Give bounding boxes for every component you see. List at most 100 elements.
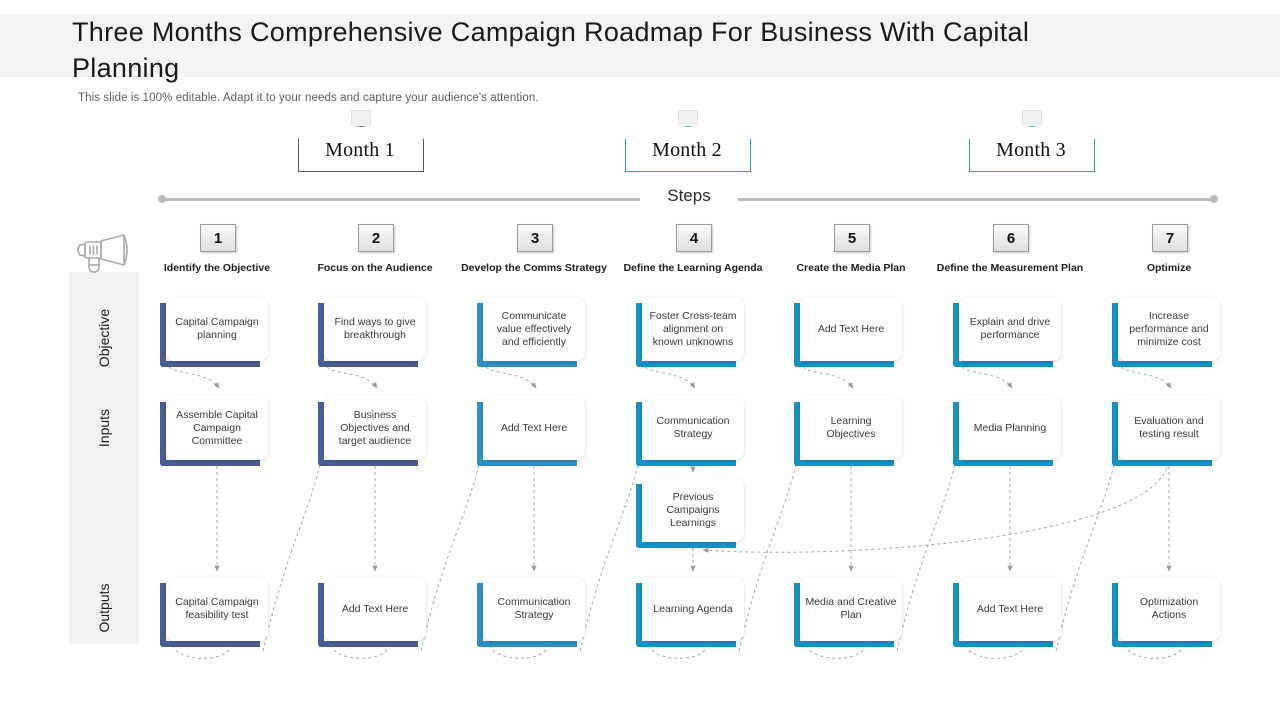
row-label-outputs: Outputs (96, 583, 112, 633)
card-accent-border (953, 402, 1053, 466)
step-title-4: Define the Learning Agenda (623, 262, 763, 274)
step-title-6: Define the Measurement Plan (936, 262, 1084, 274)
page-subtitle: This slide is 100% editable. Adapt it to… (78, 92, 539, 104)
month-banner-label-1: Month 1 (325, 139, 395, 161)
card-accent-border (1112, 583, 1212, 647)
card-accent-border (160, 303, 260, 367)
card-body: Increase performance and minimize cost (1118, 297, 1220, 361)
steps-label: Steps (640, 186, 738, 206)
card-label: Previous Campaigns Learnings (666, 490, 720, 529)
outputs-card-7[interactable]: Optimization Actions (1112, 577, 1220, 647)
step-number-chip-7[interactable]: 7 (1152, 224, 1188, 252)
card-body: Evaluation and testing result (1118, 396, 1220, 460)
card-accent-border (636, 583, 736, 647)
objective-card-1[interactable]: Capital Campaign planning (160, 297, 268, 367)
objective-card-5[interactable]: Add Text Here (794, 297, 902, 367)
card-label: Increase performance and minimize cost (1129, 309, 1209, 348)
inputs-card-7[interactable]: Evaluation and testing result (1112, 396, 1220, 466)
objective-card-7[interactable]: Increase performance and minimize cost (1112, 297, 1220, 367)
card-accent-border (318, 303, 418, 367)
outputs-card-4[interactable]: Learning Agenda (636, 577, 744, 647)
card-body: Add Text Here (959, 577, 1061, 641)
card-accent-border (636, 402, 736, 466)
card-label: Explain and drive performance (969, 316, 1051, 341)
card-accent-border (1112, 402, 1212, 466)
card-accent-border (794, 583, 894, 647)
outputs-card-3[interactable]: Communication Strategy (477, 577, 585, 647)
card-body: Capital Campaign planning (166, 297, 268, 361)
steps-rail-cap-right (1210, 195, 1218, 203)
step-number-chip-1[interactable]: 1 (200, 224, 236, 252)
card-label: Capital Campaign feasibility test (175, 596, 259, 621)
card-label: Foster Cross-team alignment on known unk… (649, 309, 737, 348)
inputs-card-5[interactable]: Learning Objectives (794, 396, 902, 466)
outputs-card-6[interactable]: Add Text Here (953, 577, 1061, 647)
inputs-card-1[interactable]: Assemble Capital Campaign Committee (160, 396, 268, 466)
card-body: Capital Campaign feasibility test (166, 577, 268, 641)
step-number-chip-5[interactable]: 5 (834, 224, 870, 252)
card-label: Capital Campaign planning (175, 316, 259, 341)
card-body: Learning Agenda (642, 577, 744, 641)
card-body: Explain and drive performance (959, 297, 1061, 361)
step-title-5: Create the Media Plan (796, 262, 906, 274)
title-background-band (0, 14, 1280, 77)
card-body: Add Text Here (324, 577, 426, 641)
month-banner-label-2: Month 2 (652, 139, 722, 161)
card-label: Learning Agenda (653, 602, 733, 615)
card-body: Foster Cross-team alignment on known unk… (642, 297, 744, 361)
outputs-card-5[interactable]: Media and Creative Plan (794, 577, 902, 647)
month-banner-2[interactable]: Month 2 (625, 110, 751, 172)
step-number-chip-6[interactable]: 6 (993, 224, 1029, 252)
card-body: Previous Campaigns Learnings (642, 478, 744, 542)
objective-card-4[interactable]: Foster Cross-team alignment on known unk… (636, 297, 744, 367)
outputs-card-1[interactable]: Capital Campaign feasibility test (160, 577, 268, 647)
card-accent-border (794, 402, 894, 466)
step-number-chip-2[interactable]: 2 (358, 224, 394, 252)
extra-card-4[interactable]: Previous Campaigns Learnings (636, 478, 744, 548)
card-accent-border (636, 303, 736, 367)
megaphone-icon (77, 234, 128, 273)
objective-card-3[interactable]: Communicate value effectively and effici… (477, 297, 585, 367)
card-label: Optimization Actions (1139, 596, 1199, 621)
step-number-chip-4[interactable]: 4 (676, 224, 712, 252)
card-body: Media and Creative Plan (800, 577, 902, 641)
card-accent-border (477, 583, 577, 647)
card-label: Add Text Here (341, 602, 409, 615)
card-label: Learning Objectives (826, 415, 876, 440)
card-body: Communicate value effectively and effici… (483, 297, 585, 361)
card-body: Find ways to give breakthrough (324, 297, 426, 361)
card-accent-border (318, 402, 418, 466)
card-accent-border (794, 303, 894, 367)
card-label: Communication Strategy (656, 415, 730, 440)
card-label: Add Text Here (976, 602, 1044, 615)
steps-rail-cap-left (158, 195, 166, 203)
month-banner-label-3: Month 3 (996, 139, 1066, 161)
card-accent-border (953, 583, 1053, 647)
card-label: Find ways to give breakthrough (334, 316, 416, 341)
month-banner-3[interactable]: Month 3 (969, 110, 1095, 172)
card-body: Communication Strategy (642, 396, 744, 460)
card-body: Learning Objectives (800, 396, 902, 460)
month-banner-1[interactable]: Month 1 (298, 110, 424, 172)
card-accent-border (1112, 303, 1212, 367)
step-title-3: Develop the Comms Strategy (461, 262, 607, 274)
row-label-sidebar (69, 272, 139, 644)
card-accent-border (636, 484, 736, 548)
card-body: Communication Strategy (483, 577, 585, 641)
card-body: Assemble Capital Campaign Committee (166, 396, 268, 460)
page-title: Three Months Comprehensive Campaign Road… (72, 17, 1030, 83)
inputs-card-6[interactable]: Media Planning (953, 396, 1061, 466)
inputs-card-2[interactable]: Business Objectives and target audience (318, 396, 426, 466)
objective-card-6[interactable]: Explain and drive performance (953, 297, 1061, 367)
inputs-card-3[interactable]: Add Text Here (477, 396, 585, 466)
card-label: Media Planning (973, 421, 1047, 434)
step-title-2: Focus on the Audience (317, 262, 433, 274)
objective-card-2[interactable]: Find ways to give breakthrough (318, 297, 426, 367)
card-body: Media Planning (959, 396, 1061, 460)
card-accent-border (477, 303, 577, 367)
outputs-card-2[interactable]: Add Text Here (318, 577, 426, 647)
inputs-card-4[interactable]: Communication Strategy (636, 396, 744, 466)
step-number-chip-3[interactable]: 3 (517, 224, 553, 252)
card-body: Business Objectives and target audience (324, 396, 426, 460)
